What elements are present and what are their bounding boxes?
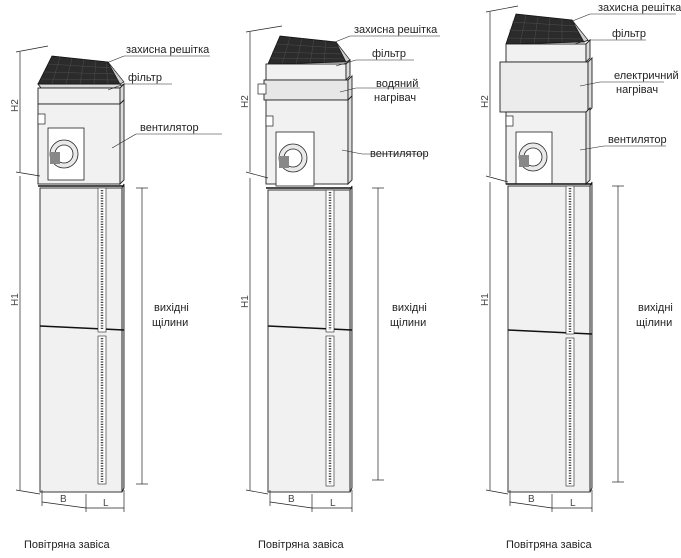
- unit-2-dimensions: [245, 25, 384, 512]
- unit-1-slots-label-1: вихідні: [154, 302, 189, 314]
- unit-3-slot-lower: [565, 337, 575, 487]
- unit-1-l-label: L: [103, 498, 109, 509]
- unit-3-lower-side: [589, 181, 593, 493]
- unit-1-filter-box: [37, 87, 121, 105]
- unit-2-b-label: B: [288, 494, 295, 505]
- unit-2-grille-side: [335, 41, 351, 63]
- unit-3-heater-box: [499, 61, 589, 113]
- unit-1-control-box: [37, 113, 46, 125]
- unit-3-filter-label: фільтр: [612, 28, 646, 40]
- unit-2-h2-label: H2: [240, 95, 251, 108]
- unit-1-ridge: [37, 83, 124, 89]
- unit-3-dimensions: [485, 5, 624, 512]
- unit-2-l-label: L: [330, 498, 336, 509]
- unit-2-fan-label: вентилятор: [370, 148, 429, 160]
- unit-3-fan-side: [585, 106, 591, 186]
- unit-1-lower-body: [39, 187, 123, 493]
- unit-1-band-mid: [39, 325, 125, 331]
- unit-2-filter-label: фільтр: [372, 48, 406, 60]
- unit-2-heater-label-1: водяний: [376, 78, 418, 90]
- unit-3-h1-label: H1: [480, 293, 491, 306]
- unit-1-slot-upper: [97, 187, 107, 333]
- unit-2-fan-shadow: [279, 156, 289, 168]
- unit-3-grille-label: захисна решітка: [598, 2, 681, 14]
- unit-3-fan-shadow: [519, 155, 529, 167]
- unit-2-grille-mesh: [269, 36, 346, 65]
- unit-2-heater-connector: [257, 83, 267, 95]
- unit-2-fan-side: [347, 94, 353, 186]
- unit-3: [485, 5, 676, 512]
- unit-1-h1-label: H1: [10, 293, 21, 306]
- unit-2-heater-label-2: нагрівач: [374, 92, 416, 104]
- unit-1-grille-label: захисна решітка: [126, 44, 210, 56]
- unit-2-filter-side: [345, 58, 351, 82]
- unit-3-filter-box: [505, 43, 587, 63]
- unit-1-caption: Повітряна завіса: [24, 539, 110, 551]
- unit-2-filter-box: [265, 63, 347, 81]
- unit-1-h2-label: H2: [10, 99, 21, 112]
- unit-2-lower-body: [267, 189, 351, 493]
- unit-3-slots-label-2: щілини: [636, 317, 672, 329]
- unit-1-lower-side: [121, 183, 125, 493]
- unit-3-h2-label: H2: [480, 95, 491, 108]
- unit-3-slot-upper: [565, 185, 575, 335]
- unit-3-filter-side: [585, 38, 591, 64]
- unit-2-slots-label-1: вихідні: [392, 302, 427, 314]
- unit-1-grille-mesh: [40, 56, 119, 85]
- unit-2-band-mid: [267, 325, 353, 331]
- unit-3-fan-label: вентилятор: [608, 134, 667, 146]
- unit-3-caption: Повітряна завіса: [506, 539, 592, 551]
- unit-2: [245, 25, 440, 512]
- unit-1-dimensions: [15, 45, 148, 512]
- unit-2-slots-label-2: щілини: [390, 317, 426, 329]
- unit-3-l-label: L: [570, 498, 576, 509]
- unit-2-grille-label: захисна решітка: [354, 24, 438, 36]
- unit-1-filter-label: фільтр: [128, 72, 162, 84]
- unit-3-grille-mesh: [506, 14, 583, 45]
- unit-3-heater-label-1: електричний: [614, 70, 679, 82]
- unit-2-h1-label: H1: [240, 295, 251, 308]
- unit-2-lower-side: [349, 185, 353, 493]
- unit-2-leaders: [329, 35, 440, 155]
- unit-1-slots-label-2: щілини: [152, 317, 188, 329]
- unit-2-grille: [267, 35, 347, 65]
- unit-1-b-label: B: [60, 494, 67, 505]
- unit-3-control-box: [505, 115, 514, 127]
- unit-1-slot-lower: [97, 335, 107, 485]
- unit-3-leaders: [569, 13, 676, 151]
- unit-1-fan-shadow: [50, 152, 60, 164]
- unit-1-grille-side: [107, 61, 125, 85]
- unit-3-slots-label-1: вихідні: [638, 302, 673, 314]
- unit-3-heater-label-2: нагрівач: [616, 84, 658, 96]
- unit-2-caption: Повітряна завіса: [258, 539, 344, 551]
- unit-3-grille: [505, 13, 585, 45]
- unit-1-leaders: [103, 55, 222, 149]
- unit-3-band-mid: [507, 329, 593, 335]
- unit-2-heater-box: [263, 79, 349, 101]
- unit-1: [15, 45, 222, 512]
- unit-2-control-box: [265, 115, 274, 127]
- unit-3-lower-body: [507, 185, 591, 493]
- unit-3-b-label: B: [528, 494, 535, 505]
- unit-2-slot-upper: [325, 189, 335, 333]
- unit-1-fan-label: вентилятор: [140, 122, 199, 134]
- unit-3-heater-side: [587, 56, 593, 114]
